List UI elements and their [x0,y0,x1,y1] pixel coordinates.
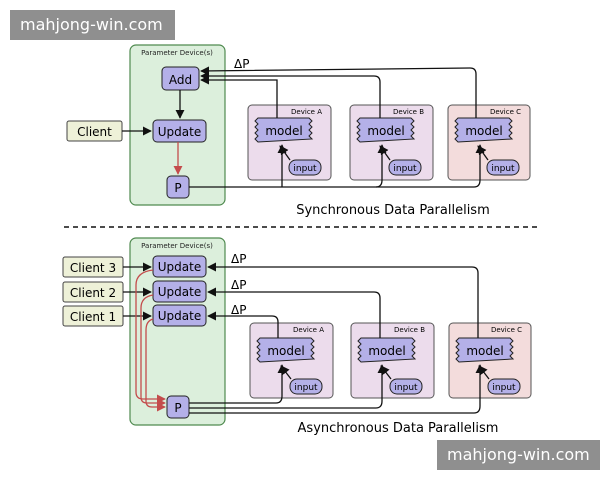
sync-device-a-model-node [254,117,314,143]
async-update-label-1: Update [158,260,201,274]
async-device-c-model-node [455,337,515,363]
sync-device-a-input-node [288,159,322,176]
async-parameter-device-title: Parameter Device(s) [141,242,213,250]
async-device-b-model-label: model [368,344,405,358]
async-device-b-input-node [389,378,423,395]
sync-device-c-input-node [486,159,520,176]
async-device-a-model-node [256,337,316,363]
sync-delta-label: ΔP [234,57,249,71]
async-client-2-label: Client 2 [70,286,116,300]
async-device-c-input-label: input [492,383,516,393]
sync-update-node [152,119,207,143]
async-arrows [123,262,490,414]
sync-parameter-device-title: Parameter Device(s) [141,49,213,57]
async-update-node-1 [152,255,207,278]
async-client-1-label: Client 1 [70,310,116,324]
sync-device-b-title: Device B [393,108,424,116]
async-device-a: Device A model input [249,322,334,399]
sync-section: Parameter Device(s) Add Update P Client … [66,44,531,218]
sync-device-b-input-label: input [393,164,417,174]
async-section: Parameter Device(s) Update Update Update… [62,237,532,436]
sync-p-label: P [174,181,181,195]
async-delta-label-1: ΔP [231,252,246,266]
async-caption: Asynchronous Data Parallelism [298,421,499,436]
async-update-label-3: Update [158,309,201,323]
async-delta-label-3: ΔP [231,303,246,317]
sync-device-c-input-label: input [491,164,515,174]
async-device-c-title: Device C [491,326,522,334]
async-p-node [166,395,190,419]
sync-device-b-input-node [388,159,422,176]
async-update-label-2: Update [158,285,201,299]
async-device-b-model-node [357,337,417,363]
async-device-b-title: Device B [394,326,425,334]
sync-arrows [122,66,489,188]
sync-device-b-model-node [356,117,416,143]
async-device-a-title: Device A [293,326,324,334]
async-device-c-input-node [487,378,521,395]
sync-device-c-model-node [454,117,514,143]
async-device-a-model-label: model [267,344,304,358]
watermark-bottom: mahjong-win.com [437,440,600,470]
sync-add-label: Add [169,73,192,87]
sync-device-c-model-label: model [465,124,502,138]
sync-device-c: Device C model input [447,104,531,181]
async-update-node-3 [152,304,207,327]
sync-device-a-input-label: input [293,164,317,174]
sync-device-a-title: Device A [291,108,322,116]
async-client-3-label: Client 3 [70,261,116,275]
sync-caption: Synchronous Data Parallelism [296,203,490,218]
async-red-arrows [135,269,166,412]
async-delta-label-2: ΔP [231,278,246,292]
async-device-a-input-label: input [294,383,318,393]
sync-device-b-model-label: model [367,124,404,138]
sync-device-a: Device A model input [247,104,332,181]
async-device-b: Device B model input [350,322,435,399]
async-update-node-2 [152,280,207,303]
async-device-c: Device C model input [448,322,532,399]
async-device-b-input-label: input [394,383,418,393]
sync-device-b: Device B model input [349,104,434,181]
sync-client-label: Client [77,125,112,139]
watermark-top: mahjong-win.com [10,10,175,40]
async-device-a-input-node [289,378,323,395]
sync-update-label: Update [158,125,201,139]
async-p-label: P [174,401,181,415]
sync-device-c-title: Device C [490,108,521,116]
async-device-c-model-label: model [466,344,503,358]
sync-device-a-model-label: model [265,124,302,138]
